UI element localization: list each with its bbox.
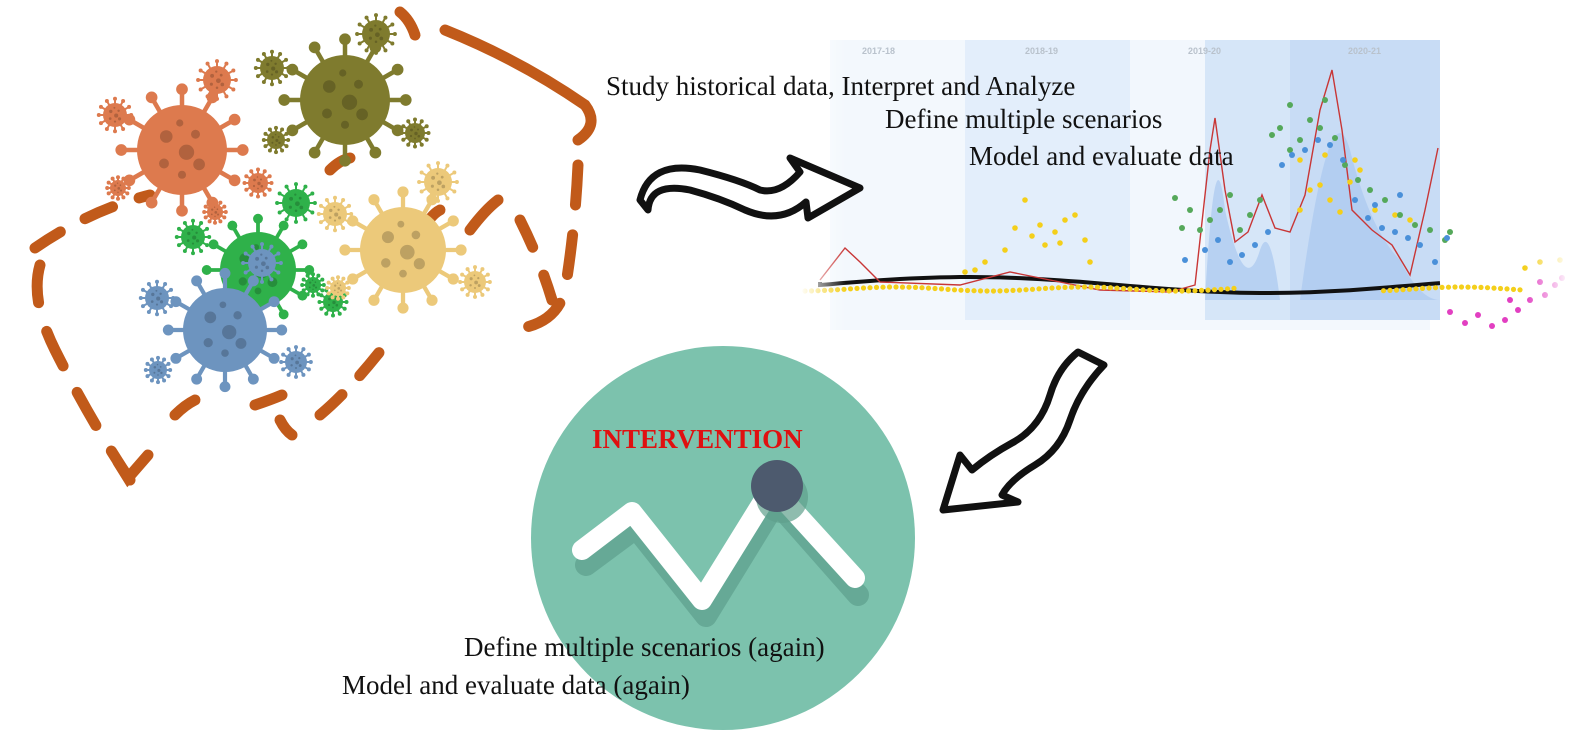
intervention-title: INTERVENTION	[592, 424, 803, 454]
virus-icon	[300, 272, 326, 298]
virus-icon	[242, 167, 274, 199]
virus-cluster-icon	[96, 13, 492, 393]
virus-icon	[253, 49, 291, 87]
virus-icon	[202, 199, 228, 225]
step-define-scenarios: Define multiple scenarios	[885, 104, 1163, 134]
virus-icon	[275, 182, 317, 224]
wavy-arrow-down-icon	[939, 348, 1108, 514]
virus-icon	[458, 265, 492, 299]
virus-icon	[325, 275, 351, 301]
intervention-badge	[531, 346, 915, 730]
virus-icon	[143, 355, 173, 385]
virus-icon	[316, 195, 354, 233]
historical-chart	[800, 40, 1570, 330]
step-study-historical-data: Study historical data, Interpret and Ana…	[606, 71, 1076, 101]
step-define-scenarios-again: Define multiple scenarios (again)	[464, 632, 825, 662]
virus-icon	[417, 161, 459, 203]
virus-icon	[174, 218, 212, 256]
wavy-arrow-right-icon	[636, 154, 864, 222]
virus-icon	[339, 186, 467, 314]
virus-icon	[355, 13, 397, 55]
virus-icon	[196, 59, 238, 101]
virus-icon	[115, 83, 249, 217]
intervention-circle	[531, 346, 915, 730]
virus-icon	[279, 345, 313, 379]
virus-icon	[241, 242, 283, 284]
season-label: 2019-20	[1188, 46, 1222, 56]
zigzag-trend-icon	[572, 477, 869, 627]
virus-icon	[138, 279, 176, 317]
step-model-evaluate: Model and evaluate data	[969, 141, 1234, 171]
knob-icon	[751, 460, 803, 512]
virus-icon	[105, 175, 131, 201]
virus-icon	[399, 117, 431, 149]
season-label: 2020-21	[1348, 46, 1382, 56]
season-label: 2018-19	[1025, 46, 1059, 56]
step-model-evaluate-again: Model and evaluate data (again)	[342, 670, 690, 700]
season-label: 2017-18	[862, 46, 896, 56]
virus-icon	[278, 33, 412, 167]
virus-icon	[96, 96, 134, 134]
virus-icon	[261, 125, 291, 155]
